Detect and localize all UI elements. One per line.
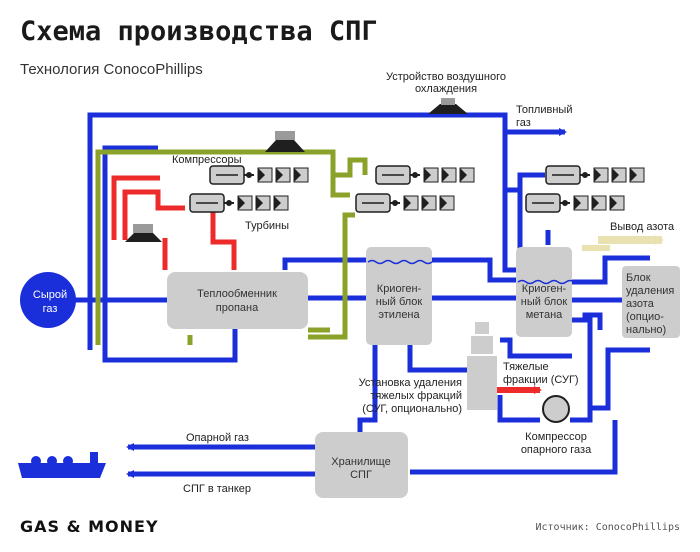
compressor-unit <box>525 193 625 213</box>
turbines-label: Турбины <box>245 220 289 232</box>
compressor-group <box>189 165 645 213</box>
air-cooler-icon-3 <box>125 224 162 242</box>
boiloff-gas-label: Опарной газ <box>186 432 249 444</box>
boiloff-compressor-label-1: Компрессор <box>525 431 587 443</box>
storage-label-1: Хранилище <box>331 456 390 468</box>
nitrogen-label-1: Блок <box>626 272 651 284</box>
heavy-removal-column <box>467 322 497 410</box>
compressors-label: Компрессоры <box>172 154 242 166</box>
green-pipes <box>95 149 368 345</box>
air-cooler-icon <box>428 98 468 114</box>
lng-tanker-label: СПГ в танкер <box>183 483 251 495</box>
methane-label-3: метана <box>526 309 563 321</box>
nitrogen-label-3: азота <box>626 298 655 310</box>
ethylene-label-2: ный блок <box>376 296 423 308</box>
blue-pipes <box>70 112 650 478</box>
air-cooling-label-1: Устройство воздушного <box>386 71 506 83</box>
heavy-removal-label-3: (СУГ, опционально) <box>362 403 462 415</box>
lng-storage <box>315 432 408 498</box>
ethylene-label-1: Криоген- <box>377 283 422 295</box>
propane-hx-label-2: пропана <box>216 302 259 314</box>
raw-gas-label-2: газ <box>43 303 58 315</box>
boiloff-compressor-label-2: опарного газа <box>521 444 592 456</box>
brand-logo: GAS & MONEY <box>20 517 159 536</box>
page-title: Схема производства СПГ <box>20 16 378 47</box>
compressor-unit <box>209 165 309 185</box>
page-subtitle: Технология ConocoPhillips <box>20 61 203 78</box>
propane-hx-label-1: Теплообменник <box>197 288 277 300</box>
fuel-gas-label-2: газ <box>516 117 531 129</box>
storage-label-2: СПГ <box>350 469 372 481</box>
nitrogen-label-4: (опцио- <box>626 311 664 323</box>
heavy-fractions-label-1: Тяжелые <box>503 361 549 373</box>
methane-label-1: Криоген- <box>522 283 567 295</box>
red-pipes <box>111 175 237 270</box>
raw-gas-label-1: Сырой <box>33 289 67 301</box>
propane-heat-exchanger <box>167 272 308 329</box>
heavy-removal-label-1: Установка удаления <box>359 377 462 389</box>
methane-label-2: ный блок <box>521 296 568 308</box>
compressor-unit <box>355 193 455 213</box>
heavy-fractions-label-2: фракции (СУГ) <box>503 374 579 386</box>
source-credit: Источник: ConocoPhillips <box>536 522 681 533</box>
compressor-unit <box>375 165 475 185</box>
nitrogen-label-5: нально) <box>626 324 666 336</box>
nitrogen-out-label: Вывод азота <box>610 221 675 233</box>
nitrogen-label-2: удаления <box>626 285 674 297</box>
methane-cryogenic-block <box>516 247 572 337</box>
air-cooling-label-2: охлаждения <box>415 83 477 95</box>
fuel-gas-label-1: Топливный <box>516 104 572 116</box>
heavy-removal-label-2: тяжелых фракций <box>370 390 462 402</box>
raw-gas-source <box>20 272 76 328</box>
nitrogen-removal-block <box>622 266 680 338</box>
compressor-unit <box>189 193 289 213</box>
tanker-icon <box>18 452 106 478</box>
ethylene-cryogenic-block <box>366 247 432 345</box>
compressor-unit <box>545 165 645 185</box>
ethylene-label-3: этилена <box>378 309 420 321</box>
air-cooler-icon-2 <box>265 131 305 152</box>
boiloff-compressor-icon <box>542 395 570 423</box>
